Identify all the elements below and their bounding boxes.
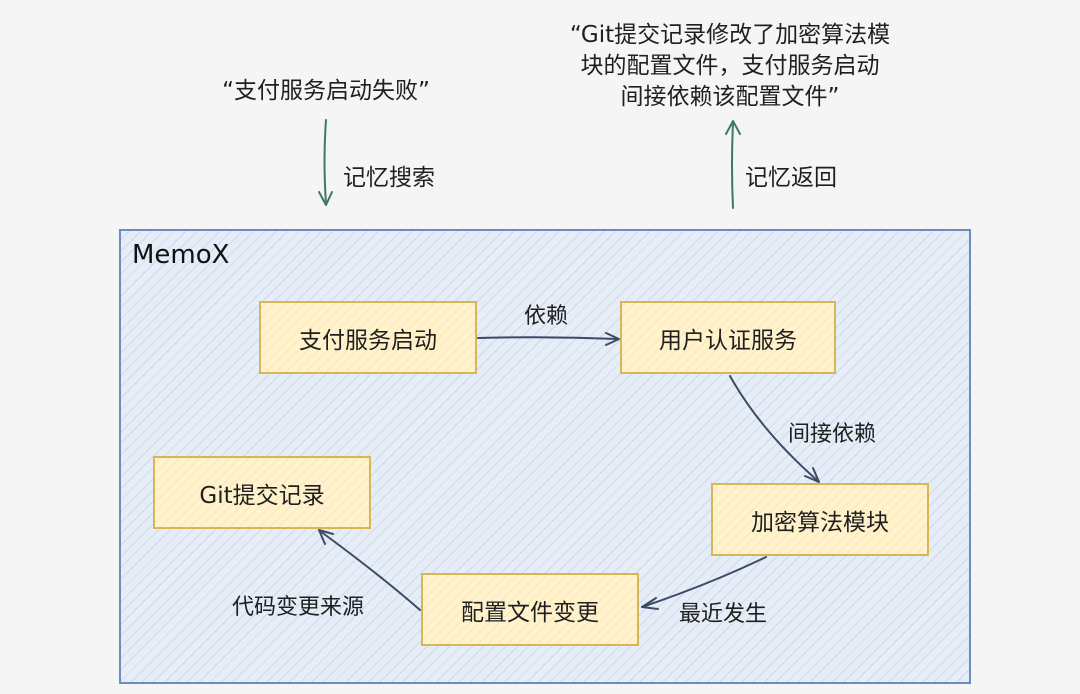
edge-label-depends: 依赖 [524, 304, 569, 329]
search-arrow [318, 119, 333, 206]
arrow-config-to-git [318, 529, 421, 611]
node-git-commits: Git提交记录 [153, 456, 371, 529]
edge-label-code-change-source: 代码变更来源 [232, 595, 365, 620]
search-arrow-label: 记忆搜索 [343, 165, 435, 191]
arrow-payment-to-auth [477, 332, 620, 346]
return-arrow [725, 120, 741, 209]
return-arrow-label: 记忆返回 [745, 165, 837, 191]
edge-label-indirect-depends: 间接依赖 [788, 422, 877, 447]
edge-label-recent: 最近发生 [679, 602, 768, 627]
memox-title: MemoX [132, 240, 230, 270]
query-text: “支付服务启动失败” [222, 78, 430, 104]
answer-line-1: “Git提交记录修改了加密算法模 [569, 22, 891, 48]
arrow-crypto-to-config [641, 556, 767, 610]
answer-line-3: 间接依赖该配置文件” [620, 84, 840, 110]
answer-text: “Git提交记录修改了加密算法模 块的配置文件，支付服务启动 间接依赖该配置文件… [540, 20, 920, 113]
node-crypto-module: 加密算法模块 [711, 483, 929, 556]
node-user-auth: 用户认证服务 [620, 301, 836, 374]
arrow-auth-to-crypto [729, 375, 820, 483]
answer-line-2: 块的配置文件，支付服务启动 [580, 53, 880, 79]
node-config-change: 配置文件变更 [421, 573, 639, 646]
node-payment-startup: 支付服务启动 [259, 301, 477, 374]
